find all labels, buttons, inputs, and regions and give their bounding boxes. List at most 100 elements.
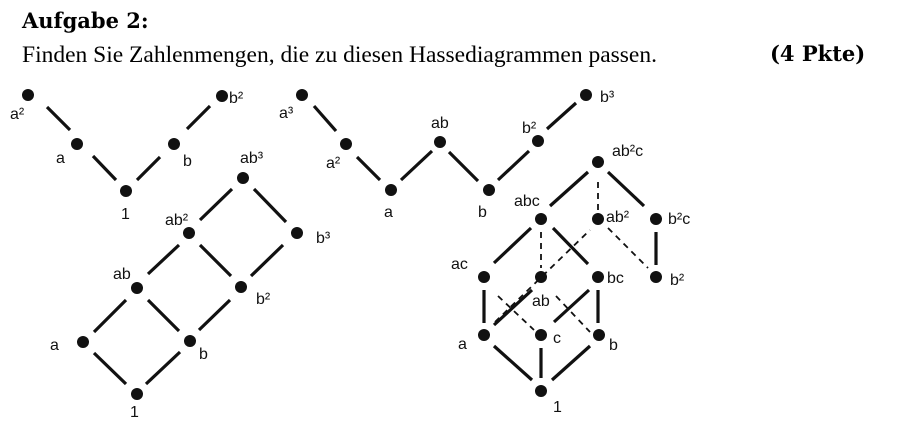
node-label: a²	[10, 106, 25, 123]
edge	[144, 350, 182, 386]
node-label: 1	[553, 399, 562, 416]
edge	[198, 243, 233, 278]
edge	[399, 149, 434, 182]
edge	[146, 243, 181, 276]
node-label: b²	[229, 90, 244, 107]
node-1	[535, 385, 547, 397]
node-b	[168, 138, 180, 150]
node-label: a	[56, 150, 65, 167]
edge	[545, 101, 578, 131]
task-title: Aufgabe 2:	[22, 8, 149, 33]
node-label: b²	[256, 291, 271, 308]
node-a	[478, 329, 490, 341]
node-1	[120, 185, 132, 197]
node-1	[131, 388, 143, 400]
hidden-edge	[607, 227, 649, 269]
node-b2	[216, 90, 228, 102]
node-ab3	[237, 172, 249, 184]
hidden-edge	[555, 295, 591, 333]
task-points: (4 Pkte)	[770, 41, 866, 66]
edge	[92, 298, 128, 334]
edge	[447, 150, 480, 183]
node-label: ab	[431, 115, 449, 132]
node-ab2c	[592, 156, 604, 168]
hasse-diagram-lattice: 1 a b ab ab² b² ab³ b³	[50, 150, 331, 421]
node-label: a	[50, 337, 59, 354]
node-label: ab	[113, 266, 131, 283]
node-a	[77, 336, 89, 348]
node-a3	[296, 89, 308, 101]
node-label: a	[384, 204, 393, 221]
node-label: b	[478, 204, 487, 221]
node-b	[593, 329, 605, 341]
edge	[249, 243, 285, 278]
node-a	[71, 138, 83, 150]
edge	[146, 298, 181, 333]
edge	[492, 288, 534, 327]
node-ab2	[592, 213, 604, 225]
node-label: 1	[130, 404, 139, 421]
node-ab2	[183, 227, 195, 239]
node-b	[184, 335, 196, 347]
node-label: ab²c	[612, 143, 643, 160]
edge	[355, 155, 382, 182]
hasse-diagram-cube: 1 a c b ac ab bc b² abc ab² b²c ab²c	[451, 143, 690, 416]
edge	[548, 170, 590, 208]
node-label: abc	[514, 193, 540, 210]
node-a	[385, 184, 397, 196]
node-label: b²	[670, 272, 685, 289]
hasse-diagram-v-shape: a² a 1 b b²	[10, 89, 244, 223]
node-label: b²	[522, 120, 537, 137]
node-b3	[580, 89, 592, 101]
node-label: ab²	[165, 212, 189, 229]
edge	[551, 226, 590, 266]
node-ac	[478, 271, 490, 283]
node-label: a²	[326, 155, 341, 172]
task-instruction: Finden Sie Zahlenmengen, die zu diesen H…	[22, 42, 657, 68]
node-b	[483, 184, 495, 196]
hidden-edge	[497, 295, 535, 331]
node-label: b	[609, 337, 618, 354]
edge	[496, 149, 531, 182]
node-label: b	[199, 346, 208, 363]
node-label: ab³	[240, 150, 264, 167]
node-label: b²c	[668, 211, 690, 228]
edge	[45, 105, 72, 132]
node-b2	[650, 271, 662, 283]
node-label: ac	[451, 256, 468, 273]
node-ab	[535, 271, 547, 283]
node-label: ab	[532, 293, 550, 310]
edge	[198, 187, 234, 222]
node-b3	[291, 227, 303, 239]
edge	[606, 170, 646, 208]
node-a2	[22, 89, 34, 101]
edge	[92, 351, 128, 386]
node-label: 1	[121, 206, 130, 223]
node-ab	[131, 282, 143, 294]
node-b2	[235, 281, 247, 293]
edge	[492, 344, 534, 382]
node-bc	[592, 271, 604, 283]
node-b2c	[650, 213, 662, 225]
node-a2	[340, 138, 352, 150]
edge	[91, 154, 118, 182]
node-label: bc	[607, 270, 624, 287]
edge	[552, 288, 591, 324]
edge	[492, 226, 533, 265]
node-label: c	[553, 330, 561, 347]
node-label: a	[458, 336, 467, 353]
node-abc	[535, 213, 547, 225]
node-label: b³	[316, 230, 331, 247]
node-label: a³	[279, 105, 294, 122]
edge	[252, 187, 288, 224]
node-label: ab²	[606, 209, 630, 226]
edge	[197, 298, 232, 332]
edge	[135, 155, 162, 182]
node-label: b³	[600, 89, 615, 106]
node-c	[535, 329, 547, 341]
hasse-diagram-zigzag: a³ a² a ab b b² b³	[279, 89, 615, 221]
node-ab	[434, 136, 446, 148]
node-b2	[532, 135, 544, 147]
edge	[550, 344, 592, 382]
